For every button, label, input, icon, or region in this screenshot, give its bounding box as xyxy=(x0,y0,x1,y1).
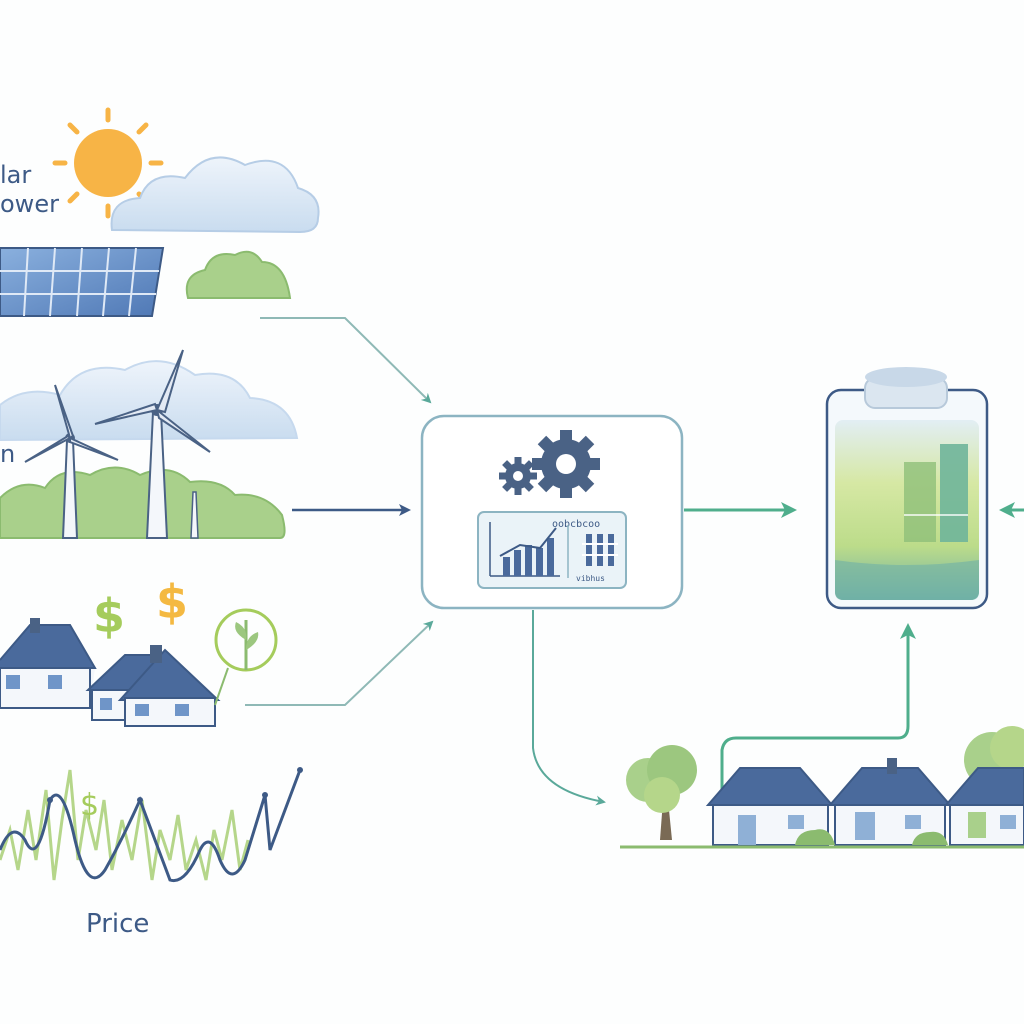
battery-cap xyxy=(864,367,948,409)
bush-icon xyxy=(795,829,948,845)
cloud-icon xyxy=(0,360,299,442)
arrow-solar-to-controller xyxy=(260,317,432,404)
wind-turbine-icon xyxy=(190,491,199,539)
solar-source: lar ower xyxy=(0,107,320,317)
house-icon xyxy=(943,767,1024,846)
community-homes xyxy=(620,726,1024,849)
mini-chart-panel: oobcbcoo vibhus xyxy=(477,511,627,589)
mini-chart-footer: vibhus xyxy=(576,574,605,583)
tree-icon xyxy=(626,745,697,840)
price-spikes xyxy=(0,769,250,881)
svg-text:$: $ xyxy=(93,589,125,643)
plant-icon xyxy=(214,608,278,706)
dollar-icon: $ xyxy=(93,589,125,643)
gear-icon xyxy=(499,457,537,495)
arrow-homes-to-battery xyxy=(720,623,916,790)
bush-icon xyxy=(185,250,292,299)
dollar-icon: $ xyxy=(156,575,188,629)
price-line xyxy=(0,769,302,883)
wind-turbine-icon xyxy=(24,384,119,539)
cloud-icon xyxy=(110,156,320,234)
price-label: Price xyxy=(86,909,149,939)
gear-icon xyxy=(532,430,600,498)
demand-source: $ $ xyxy=(0,575,278,727)
svg-text:$: $ xyxy=(156,575,188,629)
wind-label-line1: n xyxy=(0,440,15,468)
battery-level-bars xyxy=(904,444,968,542)
solar-panel-icon xyxy=(0,247,165,317)
foliage-icon xyxy=(0,466,286,539)
wind-source: n xyxy=(0,349,299,539)
house-icon xyxy=(827,758,953,846)
arrow-demand-to-controller xyxy=(245,620,434,706)
price-source: $ Price xyxy=(0,767,303,939)
controller-box: oobcbcoo vibhus xyxy=(420,414,684,610)
solar-label-line1: lar xyxy=(0,161,31,189)
battery-icon xyxy=(825,367,989,610)
house-icon xyxy=(85,645,221,727)
solar-label-line2: ower xyxy=(0,190,59,218)
sun-icon xyxy=(52,107,164,219)
mini-chart-header: oobcbcoo xyxy=(552,519,600,530)
house-icon xyxy=(0,618,97,709)
dollar-icon: $ xyxy=(80,788,99,823)
wind-turbine-icon xyxy=(94,349,211,539)
arrow-controller-to-homes xyxy=(532,610,606,806)
